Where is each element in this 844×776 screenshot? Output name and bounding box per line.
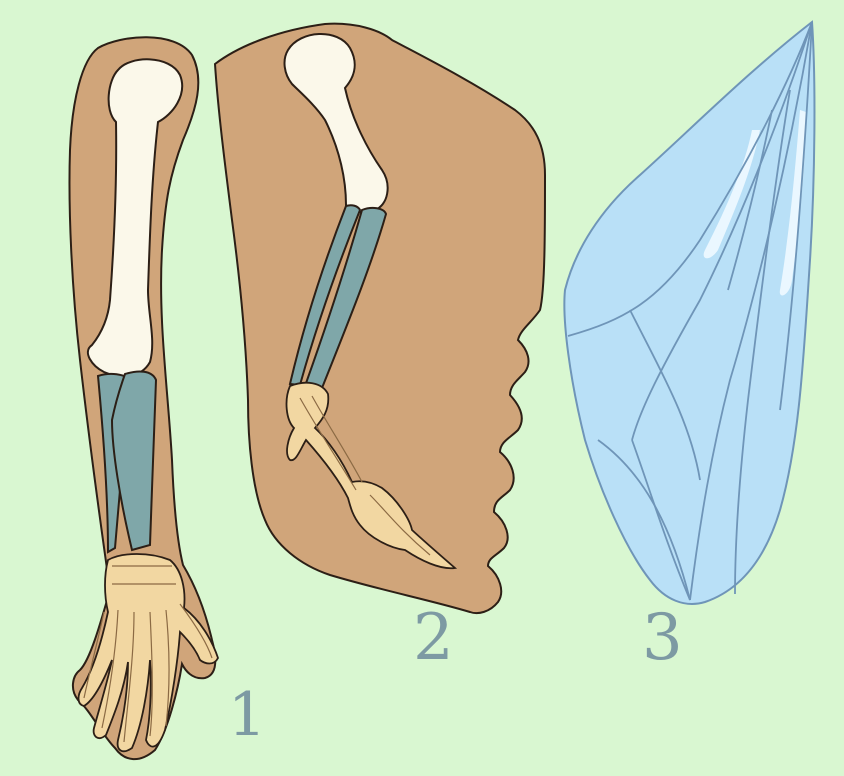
label-3: 3 xyxy=(642,606,683,670)
human-arm xyxy=(69,37,218,759)
label-2: 2 xyxy=(413,606,454,670)
insect-wing-membrane xyxy=(564,22,814,604)
bird-wing xyxy=(215,24,545,613)
insect-wing xyxy=(564,22,814,604)
label-1: 1 xyxy=(228,685,266,745)
